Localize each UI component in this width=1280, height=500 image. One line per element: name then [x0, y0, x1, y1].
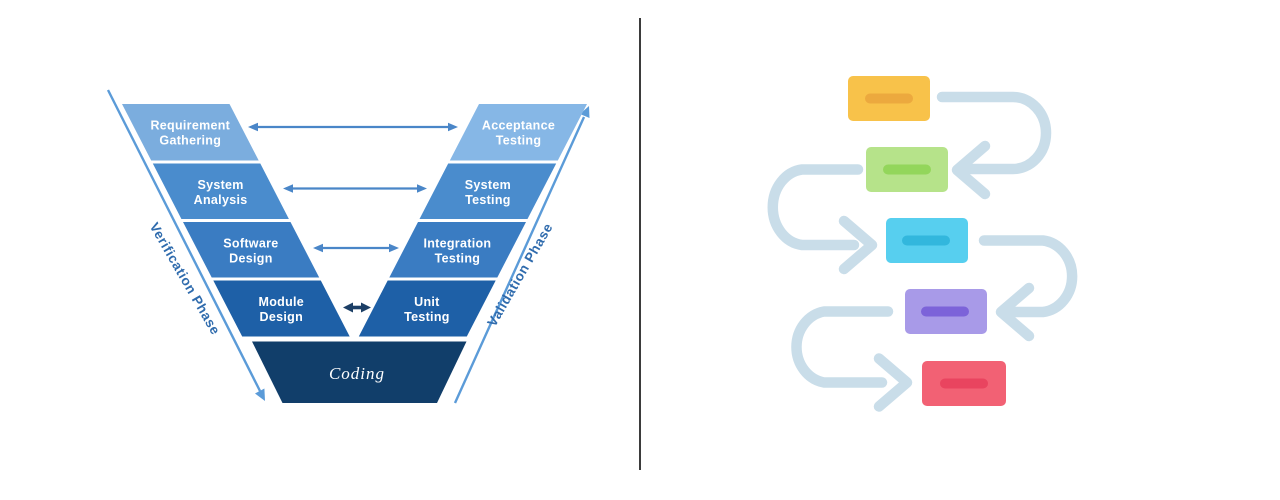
- workflow-arrow-2-head-icon: [838, 215, 878, 275]
- workflow-arrow-3-head-icon: [995, 282, 1035, 342]
- label-acceptance: Acceptance: [482, 119, 555, 133]
- validation-axis-arrowhead-icon: [580, 106, 590, 118]
- workflow-step-2-bar: [883, 164, 931, 175]
- label-system-testing-1: System: [465, 178, 511, 192]
- label-software-design: Design: [229, 252, 272, 266]
- workflow-arrow-2: [767, 164, 864, 251]
- segment-system-testing: [419, 163, 557, 219]
- segment-requirement-gathering: [122, 104, 259, 161]
- workflow-arrow-1: [936, 91, 1052, 175]
- connector-1-right-arrowhead-icon: [448, 122, 458, 132]
- connector-2-right-arrowhead-icon: [417, 184, 427, 193]
- label-unit-testing: Testing: [404, 310, 450, 324]
- label-acceptance-testing: Testing: [496, 134, 542, 148]
- workflow-step-4-bar: [921, 306, 969, 317]
- workflow-step-3-bar: [902, 235, 950, 246]
- connector-level-2: [283, 184, 427, 193]
- label-system-testing-2: Testing: [465, 193, 511, 207]
- workflow-arrow-3: [978, 235, 1078, 318]
- label-software: Software: [223, 237, 278, 251]
- segment-unit-testing: [358, 280, 496, 337]
- label-coding: Coding: [329, 364, 385, 383]
- segment-module-design: [213, 280, 350, 337]
- connector-3-right-arrowhead-icon: [389, 243, 399, 253]
- verification-axis-arrowhead-icon: [255, 388, 265, 401]
- workflow-step-1-bar: [865, 93, 913, 104]
- label-gathering: Gathering: [159, 134, 221, 148]
- connector-1-left-arrowhead-icon: [248, 122, 258, 132]
- label-integration: Integration: [423, 237, 491, 251]
- v-model-diagram: Requirement Gathering System Analysis So…: [106, 89, 590, 404]
- connector-2-left-arrowhead-icon: [283, 184, 293, 193]
- connector-4-right-arrowhead-icon: [361, 302, 371, 313]
- label-system: System: [197, 178, 243, 192]
- verification-axis-line: [106, 89, 262, 392]
- connector-4-left-arrowhead-icon: [343, 302, 353, 313]
- label-requirement: Requirement: [150, 119, 230, 133]
- workflow-step-5-bar: [940, 378, 988, 389]
- workflow-diagram: [767, 76, 1078, 412]
- segment-acceptance-testing: [449, 104, 587, 161]
- segment-software-design: [183, 222, 320, 278]
- connector-level-1: [248, 122, 458, 132]
- workflow-arrow-4: [791, 306, 894, 388]
- divider-line: [639, 18, 641, 470]
- connector-level-3: [313, 243, 399, 253]
- connector-level-4: [343, 302, 371, 313]
- label-analysis: Analysis: [194, 193, 248, 207]
- segment-coding: [252, 341, 467, 403]
- segment-integration-testing: [389, 222, 526, 278]
- connector-3-left-arrowhead-icon: [313, 243, 323, 253]
- workflow-arrow-4-head-icon: [873, 353, 913, 412]
- label-unit: Unit: [414, 295, 440, 309]
- validation-axis-line: [453, 116, 586, 404]
- label-module: Module: [259, 295, 305, 309]
- workflow-arrow-1-head-icon: [951, 140, 991, 200]
- label-integration-testing: Testing: [435, 252, 481, 266]
- label-module-design: Design: [260, 310, 303, 324]
- segment-system-analysis: [152, 163, 289, 219]
